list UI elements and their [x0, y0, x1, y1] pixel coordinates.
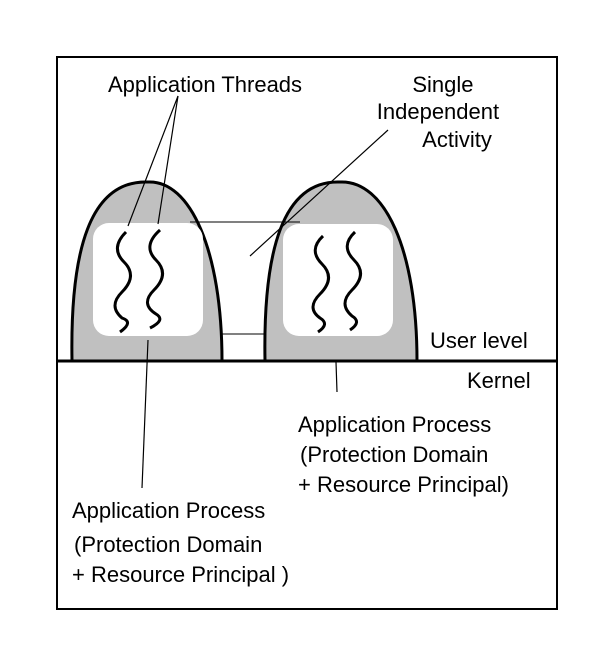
kernel-label: Kernel — [467, 368, 531, 393]
thread-line — [146, 228, 164, 330]
right-activity-region — [283, 224, 393, 336]
thread-line — [113, 230, 132, 334]
right-process-pointer-line — [335, 361, 338, 393]
left-process-pointer-line — [141, 339, 149, 489]
threads-pointer-line — [127, 95, 179, 227]
left-activity-region — [93, 223, 203, 336]
thread-line — [343, 230, 362, 332]
threads-pointer-line — [157, 95, 179, 225]
left-process-label: Application Process (Protection Domain +… — [72, 498, 289, 587]
activity-pointer-line — [249, 129, 389, 257]
single-activity-label: Single Independent Activity — [377, 72, 505, 152]
user-level-label: User level — [430, 328, 528, 353]
diagram-frame — [56, 56, 558, 610]
right-process-label: Application Process (Protection Domain +… — [298, 412, 509, 497]
thread-line — [311, 234, 330, 334]
application-threads-label: Application Threads — [108, 72, 302, 97]
